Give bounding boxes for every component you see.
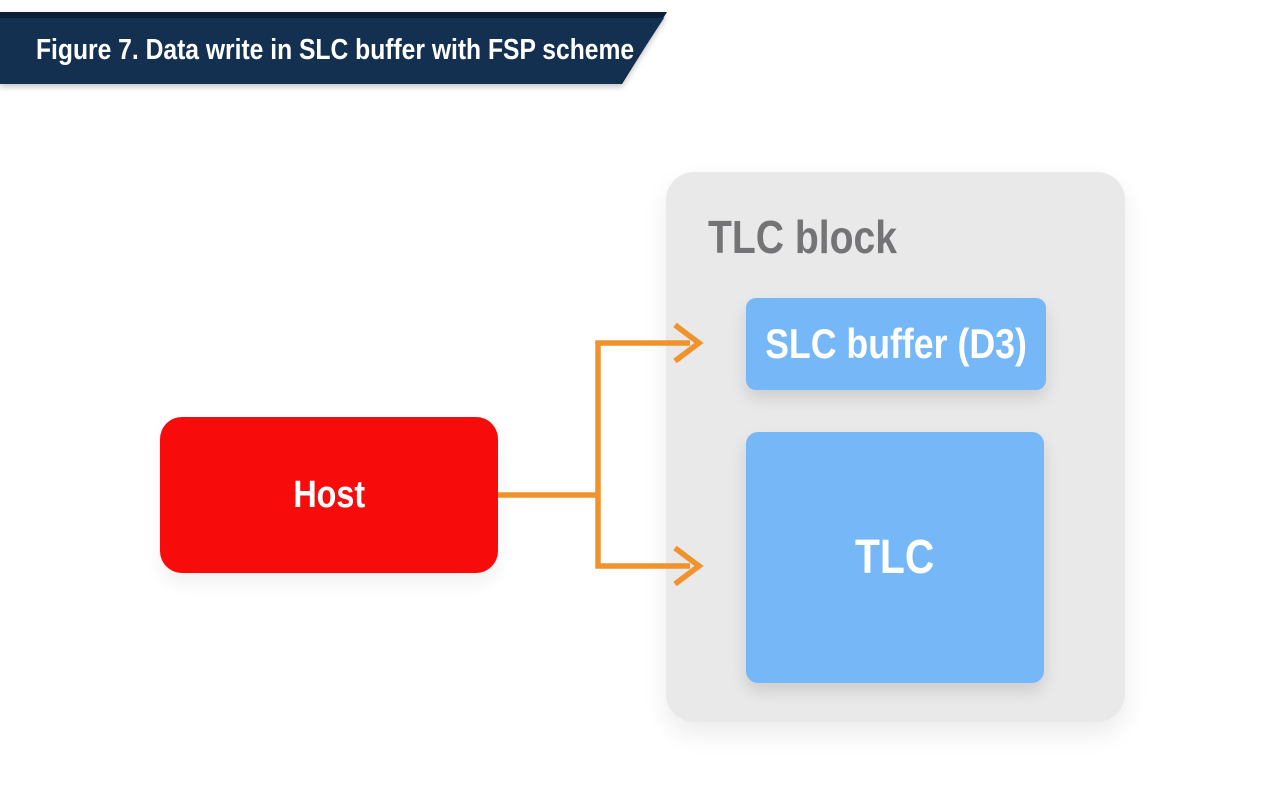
- title-banner-front: [0, 18, 664, 84]
- tlc-block-container: TLC block SLC buffer (D3) TLC: [666, 172, 1125, 722]
- host-node: Host: [160, 417, 498, 573]
- slc-buffer-node: SLC buffer (D3): [746, 298, 1046, 390]
- host-label: Host: [293, 473, 365, 516]
- slc-buffer-label: SLC buffer (D3): [765, 320, 1027, 367]
- figure-title: Figure 7. Data write in SLC buffer with …: [36, 33, 635, 66]
- tlc-label: TLC: [855, 531, 935, 584]
- tlc-block-title: TLC block: [708, 211, 897, 263]
- tlc-node: TLC: [746, 432, 1044, 683]
- title-banner: [0, 12, 667, 84]
